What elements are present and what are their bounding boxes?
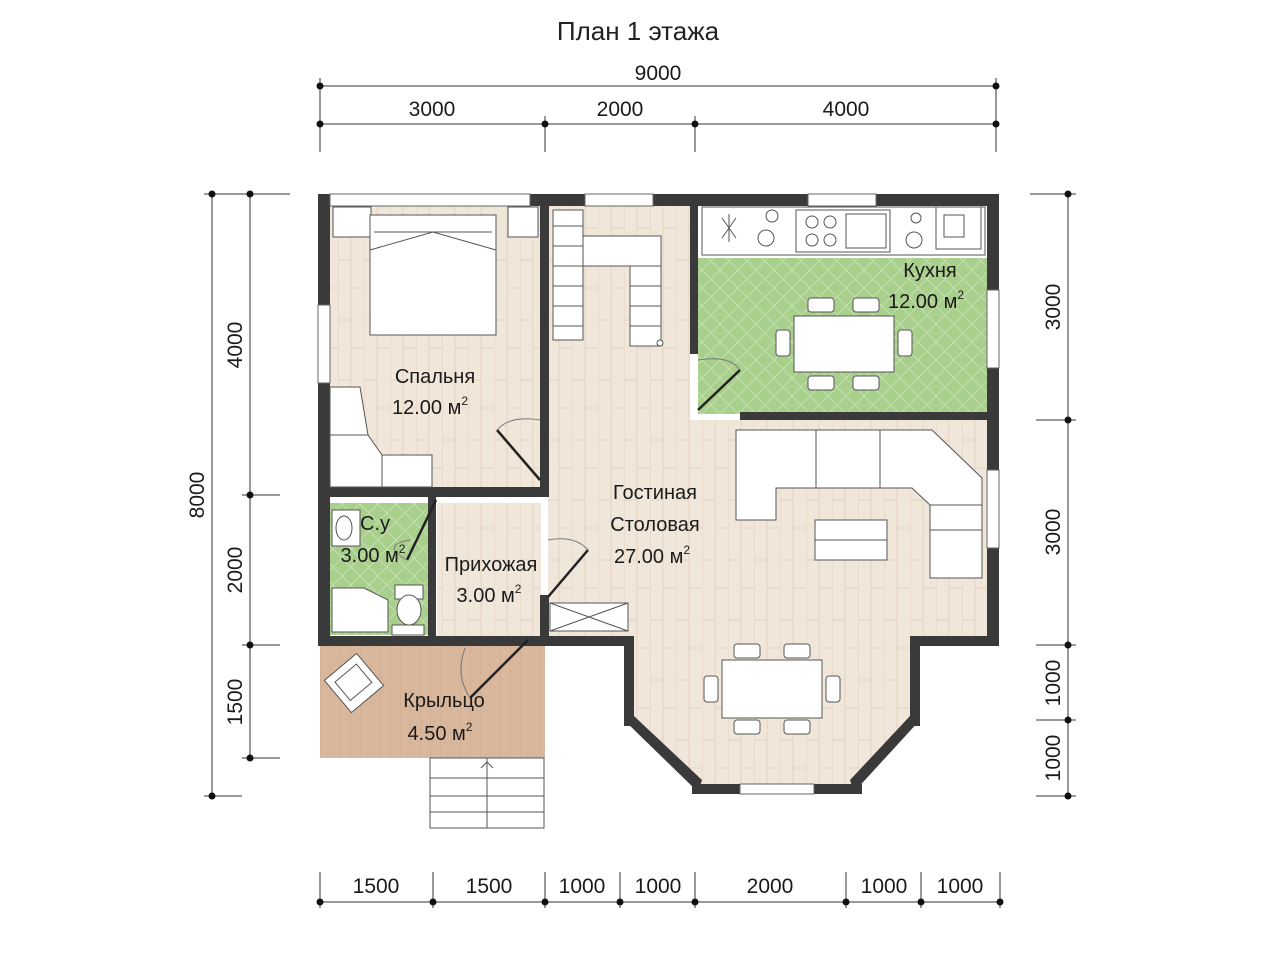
dim-left-seg-1: 4000 — [224, 322, 247, 369]
living-name-1: Гостиная — [613, 482, 697, 504]
sofa — [735, 429, 983, 579]
walls — [317, 193, 1000, 795]
bedroom-name: Спальня — [395, 366, 475, 388]
right-dimensions: 3000 3000 1000 1000 — [1030, 190, 1076, 800]
doors — [393, 358, 741, 699]
dim-bottom-seg-5: 2000 — [747, 875, 794, 898]
bathroom-area: 3.00 м2 — [341, 542, 406, 567]
dim-bottom-seg-2: 1500 — [466, 875, 513, 898]
hallway-area: 3.00 м2 — [457, 582, 522, 607]
porch-name: Крыльцо — [403, 690, 485, 712]
dim-left-total: 8000 — [186, 472, 209, 519]
dim-bottom-seg-4: 1000 — [635, 875, 682, 898]
dim-right-seg-3: 1000 — [1042, 660, 1065, 707]
kitchen-area: 12.00 м2 — [888, 288, 964, 313]
dim-right-seg-2: 3000 — [1042, 509, 1065, 556]
dim-bottom-seg-1: 1500 — [353, 875, 400, 898]
dim-left-seg-3: 1500 — [224, 679, 247, 726]
stairs — [552, 209, 664, 347]
dim-bottom-seg-7: 1000 — [937, 875, 984, 898]
dim-bottom-seg-6: 1000 — [861, 875, 908, 898]
wardrobe — [329, 386, 433, 488]
hall-cabinet — [549, 602, 629, 632]
dim-bottom-seg-3: 1000 — [559, 875, 606, 898]
room-labels: Спальня 12.00 м2 Кухня 12.00 м2 С.у 3.00… — [341, 260, 965, 745]
left-dimensions: 8000 4000 2000 1500 — [186, 190, 290, 800]
dining-table — [703, 643, 841, 735]
bathroom-fixtures — [331, 509, 425, 636]
bed — [332, 206, 539, 336]
bottom-dimensions: 1500 1500 1000 1000 2000 1000 1000 — [316, 872, 1004, 908]
dim-top-seg-2: 2000 — [597, 98, 644, 121]
dim-top-seg-3: 4000 — [823, 98, 870, 121]
top-dimensions: 9000 3000 2000 4000 — [316, 62, 1000, 152]
bedroom-area: 12.00 м2 — [392, 394, 468, 419]
kitchen-name: Кухня — [903, 260, 957, 282]
entry-steps — [429, 757, 545, 829]
kitchen-table — [775, 297, 913, 391]
dim-left-seg-2: 2000 — [224, 547, 247, 594]
hallway-name: Прихожая — [445, 554, 538, 576]
dim-right-seg-4: 1000 — [1042, 735, 1065, 782]
porch-armchair — [323, 652, 385, 714]
bathroom-name: С.у — [360, 513, 390, 535]
dim-top-total: 9000 — [635, 62, 682, 85]
coffee-table — [814, 519, 888, 561]
dim-right-seg-1: 3000 — [1042, 284, 1065, 331]
living-name-2: Столовая — [610, 514, 699, 536]
porch-area: 4.50 м2 — [408, 720, 473, 745]
kitchen-counters — [701, 206, 986, 256]
dim-top-seg-1: 3000 — [409, 98, 456, 121]
plan-title: План 1 этажа — [557, 16, 720, 46]
living-area: 27.00 м2 — [614, 543, 690, 568]
furniture — [323, 206, 986, 829]
